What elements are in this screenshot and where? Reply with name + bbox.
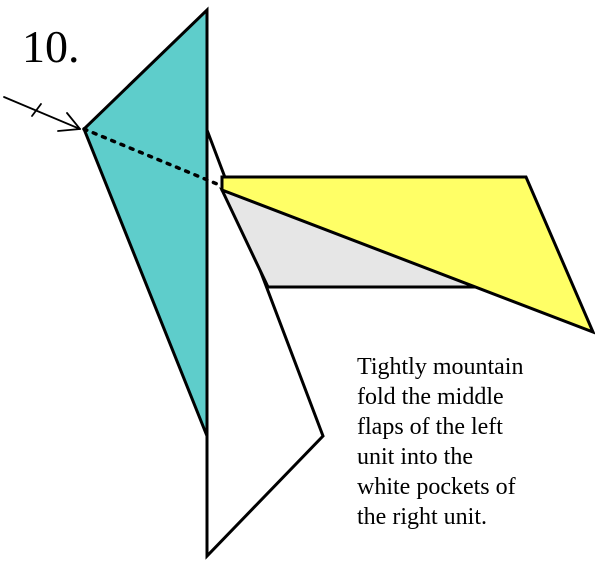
instruction-line: Tightly mountain xyxy=(357,354,524,380)
mountain-fold-line xyxy=(82,127,224,188)
yellow-flap xyxy=(220,175,595,335)
instruction-line: unit into the xyxy=(357,444,473,470)
instruction-line: white pockets of xyxy=(357,474,516,500)
instruction-line: fold the middle xyxy=(357,384,504,410)
instruction-line: the right unit. xyxy=(357,504,487,530)
push-arrow-icon xyxy=(3,96,81,132)
instructions-text: Tightly mountain fold the middle flaps o… xyxy=(357,352,593,532)
teal-flap xyxy=(82,6,209,437)
step-number: 10. xyxy=(22,21,80,72)
instruction-line: flaps of the left xyxy=(357,414,503,440)
